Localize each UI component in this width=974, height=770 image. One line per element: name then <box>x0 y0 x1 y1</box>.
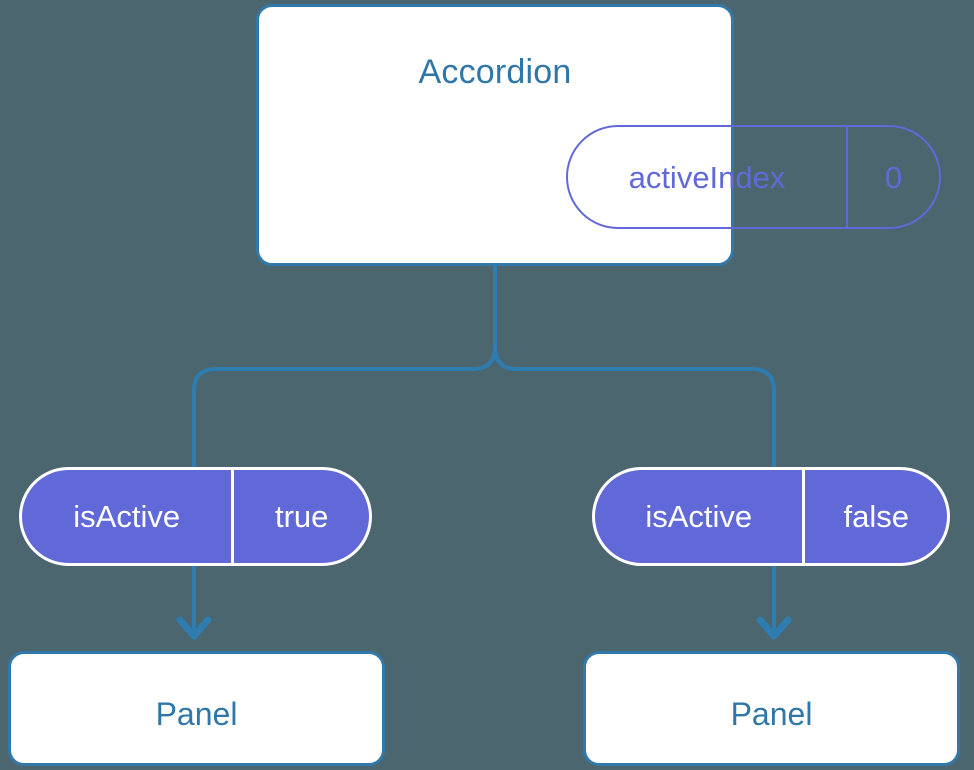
prop-pill-is-active-true[interactable]: isActive true <box>19 467 372 566</box>
component-title-panel-right: Panel <box>730 696 813 732</box>
arrow-head-left-icon <box>176 616 212 640</box>
state-key-label: activeIndex <box>628 159 786 195</box>
prop-key-label: isActive <box>73 499 181 534</box>
prop-value-label: false <box>802 470 947 563</box>
connector-branch-path-right <box>493 345 776 469</box>
component-title-accordion: Accordion <box>418 53 572 91</box>
component-card-panel-left[interactable]: Panel <box>8 651 385 766</box>
prop-key-label: isActive <box>645 499 753 534</box>
state-value-label: 0 <box>845 127 939 227</box>
prop-pill-is-active-false[interactable]: isActive false <box>592 467 950 566</box>
arrow-head-right-icon <box>756 616 792 640</box>
component-card-panel-right[interactable]: Panel <box>583 651 960 766</box>
component-card-accordion[interactable]: Accordion activeIndex 0 <box>256 4 941 266</box>
state-pill-active-index[interactable]: activeIndex 0 <box>566 125 941 229</box>
prop-value-label: true <box>231 470 369 563</box>
connector-branch-path <box>192 264 497 469</box>
component-title-panel-left: Panel <box>155 696 238 732</box>
